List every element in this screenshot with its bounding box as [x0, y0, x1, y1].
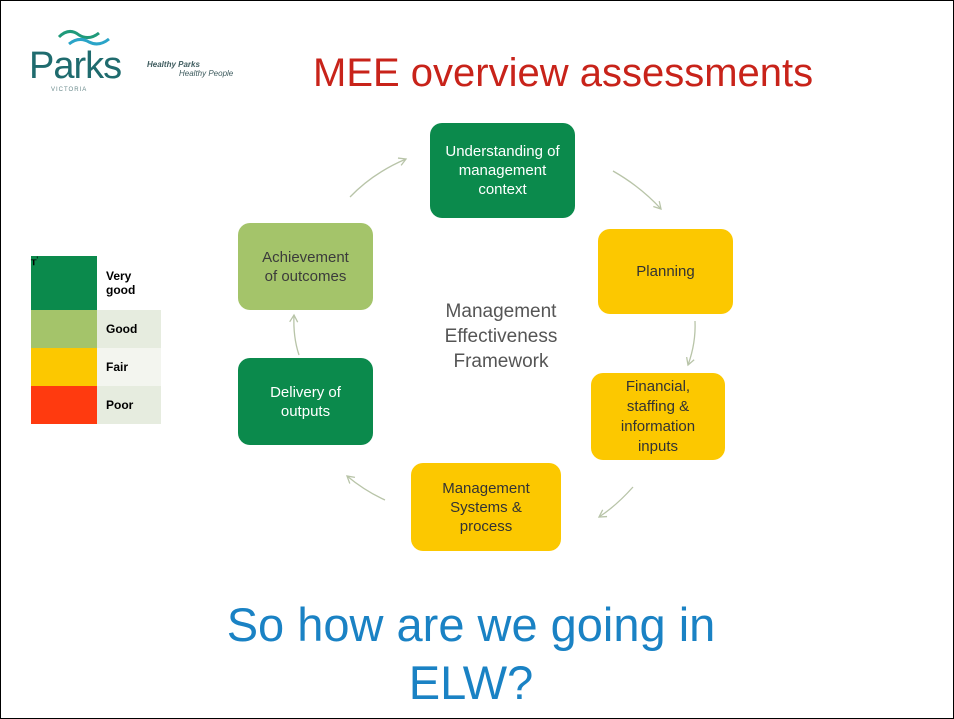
legend-swatch	[31, 310, 97, 348]
legend-label: Poor	[97, 386, 161, 424]
box-label: Management Systems & process	[442, 479, 530, 535]
legend-row-poor: Poor	[31, 386, 161, 424]
box-understanding-context: Understanding of management context	[430, 123, 575, 218]
legend-label: Good	[97, 310, 161, 348]
arrow-inputs-to-systems	[597, 486, 634, 518]
legend-row-very-good: Very good ┰'	[31, 256, 161, 310]
box-label: Achievement of outcomes	[262, 248, 349, 285]
legend-label: Very good	[97, 256, 161, 310]
parks-victoria-logo: Parks VICTORIA	[17, 27, 307, 97]
legend-row-fair: Fair	[31, 348, 161, 386]
legend-swatch	[31, 348, 97, 386]
box-achievement-outcomes: Achievement of outcomes	[238, 223, 373, 310]
legend-label: Fair	[97, 348, 161, 386]
framework-center-label: Management Effectiveness Framework	[444, 301, 558, 372]
legend-swatch	[31, 256, 97, 310]
footer-question: So how are we going in ELW?	[226, 598, 716, 709]
waves-icon	[57, 30, 110, 46]
arrow-outcomes-to-context	[349, 157, 408, 198]
box-label: Financial, staffing & information inputs	[620, 377, 696, 455]
logo-subtext: VICTORIA	[51, 87, 88, 93]
box-label: Planning	[636, 263, 695, 280]
arrow-systems-to-outputs	[345, 475, 386, 501]
logo-wordmark: Parks	[29, 45, 122, 87]
tagline: Healthy Parks Healthy People	[147, 60, 233, 78]
arrow-planning-to-inputs	[685, 320, 696, 367]
tagline-line-2: Healthy People	[179, 69, 234, 78]
slide-title: MEE overview assessments	[313, 51, 814, 95]
legend-swatch	[31, 386, 97, 424]
tagline-line-1: Healthy Parks	[147, 60, 200, 69]
box-label: Delivery of outputs	[270, 383, 341, 420]
box-planning: Planning	[598, 229, 733, 314]
box-management-systems: Management Systems & process	[411, 463, 561, 551]
arrow-outputs-to-outcomes	[289, 313, 300, 356]
legend-marker: ┰'	[31, 255, 39, 265]
arrow-context-to-planning	[612, 170, 662, 210]
box-financial-inputs: Financial, staffing & information inputs	[591, 373, 725, 460]
box-label: Understanding of management context	[445, 143, 560, 198]
box-delivery-outputs: Delivery of outputs	[238, 358, 373, 445]
legend-row-good: Good	[31, 310, 161, 348]
